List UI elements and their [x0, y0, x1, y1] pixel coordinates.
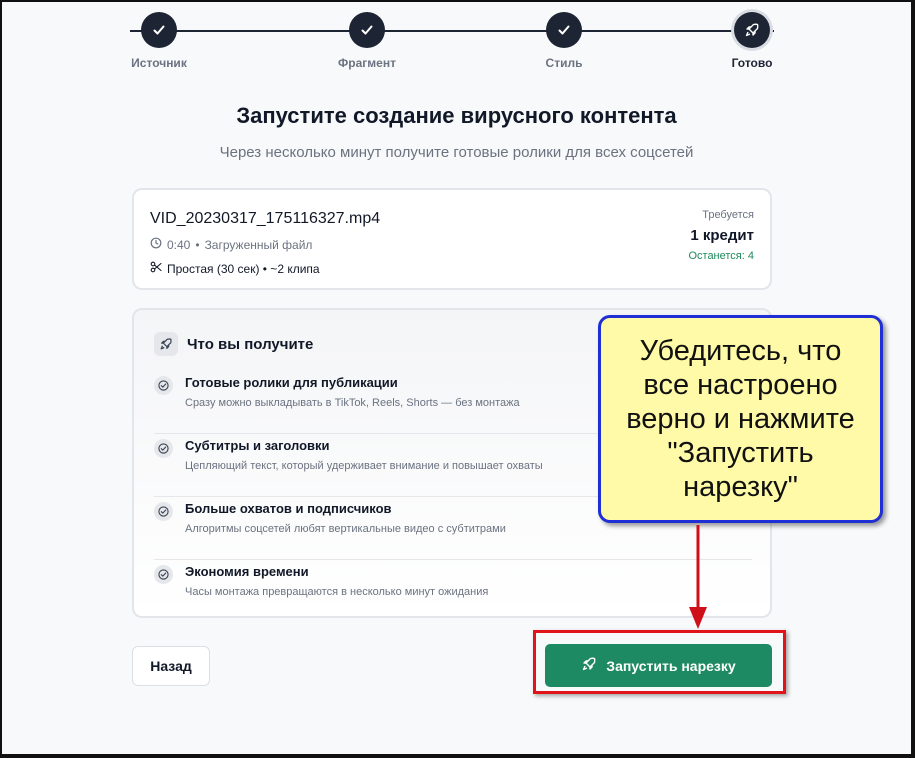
step-style[interactable]: Стиль	[524, 12, 604, 70]
benefit-title: Готовые ролики для публикации	[185, 375, 398, 390]
required-value: 1 кредит	[690, 227, 754, 244]
clock-icon	[150, 237, 162, 252]
benefit-item: Экономия времени Часы монтажа превращают…	[154, 560, 752, 623]
scissors-icon	[150, 261, 162, 276]
benefits-title: Что вы получите	[187, 335, 314, 353]
benefit-item: Субтитры и заголовки Цепляющий текст, ко…	[154, 434, 752, 497]
file-duration: 0:40	[167, 237, 191, 252]
required-label: Требуется	[702, 209, 754, 221]
benefit-item: Готовые ролики для публикации Сразу можн…	[154, 371, 752, 434]
check-icon	[141, 12, 177, 48]
step-label: Готово	[731, 56, 773, 70]
credit-requirement: Требуется 1 кредит Останется: 4	[688, 209, 754, 262]
file-source: Загруженный файл	[204, 237, 313, 252]
benefit-title: Субтитры и заголовки	[185, 438, 330, 453]
stepper-line	[130, 30, 774, 32]
step-done[interactable]: Готово	[712, 12, 792, 70]
benefits-header: Что вы получите	[154, 332, 313, 356]
instruction-callout: Убедитесь, что все настроено верно и наж…	[598, 315, 883, 523]
benefit-desc: Сразу можно выкладывать в TikTok, Reels,…	[185, 397, 520, 409]
launch-button-label: Запустить нарезку	[606, 657, 736, 674]
rocket-icon	[581, 656, 597, 675]
remaining-credits: Останется: 4	[688, 250, 754, 262]
check-circle-icon	[154, 502, 173, 521]
benefit-desc: Цепляющий текст, который удерживает вним…	[185, 460, 543, 472]
launch-button[interactable]: Запустить нарезку	[545, 644, 772, 687]
file-meta: 0:40 • Загруженный файл	[150, 237, 312, 252]
mode-text: Простая (30 сек) • ~2 клипа	[167, 261, 320, 276]
check-circle-icon	[154, 439, 173, 458]
page-title: Запустите создание вирусного контента	[236, 103, 677, 128]
check-circle-icon	[154, 565, 173, 584]
rocket-icon	[734, 12, 770, 48]
step-label: Стиль	[545, 56, 583, 70]
back-button[interactable]: Назад	[132, 646, 210, 686]
step-label: Источник	[131, 56, 187, 70]
check-circle-icon	[154, 376, 173, 395]
meta-separator: •	[195, 237, 200, 252]
file-mode: Простая (30 сек) • ~2 клипа	[150, 261, 320, 276]
progress-stepper: Источник Фрагмент Стиль Готово	[130, 12, 774, 72]
benefit-item: Больше охватов и подписчиков Алгоритмы с…	[154, 497, 752, 560]
file-summary-card: VID_20230317_175116327.mp4 0:40 • Загруж…	[132, 188, 772, 290]
page-subtitle: Через несколько минут получите готовые р…	[219, 144, 694, 161]
benefit-title: Экономия времени	[185, 564, 309, 579]
benefit-desc: Алгоритмы соцсетей любят вертикальные ви…	[185, 523, 506, 535]
step-source[interactable]: Источник	[119, 12, 199, 70]
step-fragment[interactable]: Фрагмент	[327, 12, 407, 70]
check-icon	[349, 12, 385, 48]
arrow-down-icon	[689, 525, 707, 629]
benefit-title: Больше охватов и подписчиков	[185, 501, 392, 516]
rocket-icon	[154, 332, 178, 356]
benefit-desc: Часы монтажа превращаются в несколько ми…	[185, 586, 489, 598]
step-label: Фрагмент	[338, 56, 396, 70]
launch-highlight-frame	[533, 630, 786, 694]
file-name: VID_20230317_175116327.mp4	[150, 210, 381, 227]
check-icon	[546, 12, 582, 48]
